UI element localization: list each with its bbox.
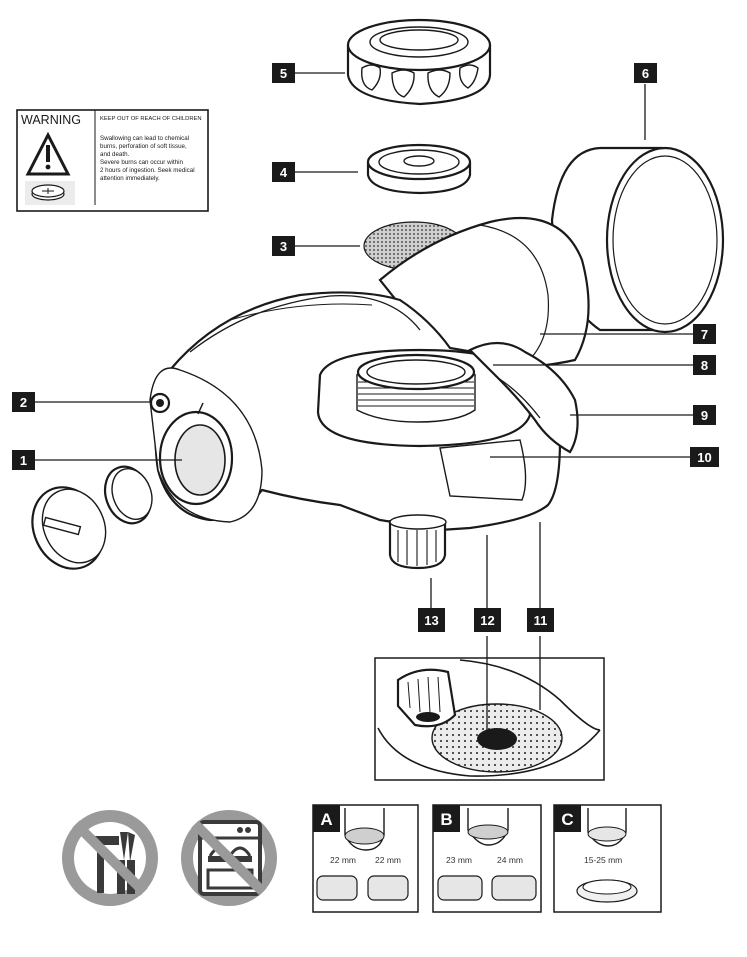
svg-text:A: A bbox=[320, 810, 332, 829]
warning-triangle-icon bbox=[25, 131, 71, 176]
warning-line-2: burns, perforation of soft tissue, bbox=[100, 143, 187, 150]
label-11: 11 bbox=[527, 608, 554, 632]
svg-text:12: 12 bbox=[480, 613, 494, 628]
svg-text:7: 7 bbox=[701, 327, 708, 342]
label-6: 6 bbox=[634, 63, 657, 83]
label-4: 4 bbox=[272, 162, 295, 182]
no-tools-icon bbox=[62, 810, 158, 906]
label-3: 3 bbox=[272, 236, 295, 256]
battery-disc bbox=[103, 465, 153, 525]
svg-text:23 mm: 23 mm bbox=[446, 855, 472, 865]
adapter-panel-a: A 22 mm 22 mm bbox=[312, 804, 419, 913]
battery-cap bbox=[31, 486, 107, 570]
svg-text:3: 3 bbox=[280, 239, 287, 254]
adapter-panel-b: B 23 mm 24 mm bbox=[432, 804, 542, 913]
label-12: 12 bbox=[474, 608, 501, 632]
label-1: 1 bbox=[12, 450, 35, 470]
svg-text:24 mm: 24 mm bbox=[497, 855, 523, 865]
svg-text:B: B bbox=[440, 810, 452, 829]
warning-line-3: and death. bbox=[100, 151, 130, 158]
part-4-filter-disc bbox=[366, 143, 472, 195]
part-5-retaining-nut bbox=[346, 18, 492, 106]
warning-line-5: 2 hours of ingestion. Seek medical bbox=[100, 167, 195, 174]
label-2: 2 bbox=[12, 392, 35, 412]
svg-text:2: 2 bbox=[20, 395, 27, 410]
svg-text:11: 11 bbox=[534, 613, 548, 628]
svg-text:22 mm: 22 mm bbox=[330, 855, 356, 865]
svg-text:1: 1 bbox=[20, 453, 27, 468]
warning-title: WARNING bbox=[21, 113, 81, 127]
label-5: 5 bbox=[272, 63, 295, 83]
warning-line-1: Swallowing can lead to chemical bbox=[100, 135, 189, 142]
svg-text:9: 9 bbox=[701, 408, 708, 423]
label-10: 10 bbox=[690, 447, 719, 467]
svg-text:C: C bbox=[561, 810, 573, 829]
warning-heading: KEEP OUT OF REACH OF CHILDREN bbox=[100, 116, 202, 122]
no-dishwasher-icon bbox=[181, 810, 277, 906]
warning-line-6: attention immediately. bbox=[100, 175, 160, 182]
svg-text:4: 4 bbox=[280, 165, 288, 180]
leader-lines bbox=[35, 72, 693, 730]
label-7: 7 bbox=[693, 324, 716, 344]
warning-line-4: Severe burns can occur within bbox=[100, 159, 183, 166]
svg-text:5: 5 bbox=[280, 66, 287, 81]
outlet-detail-inset bbox=[374, 657, 605, 781]
label-9: 9 bbox=[693, 405, 716, 425]
svg-text:15-25 mm: 15-25 mm bbox=[584, 855, 622, 865]
svg-text:6: 6 bbox=[642, 66, 649, 81]
coin-battery-icon bbox=[25, 181, 75, 205]
svg-text:13: 13 bbox=[424, 613, 438, 628]
warning-box: WARNING KEEP OUT OF REACH OF CHILDREN Sw… bbox=[16, 109, 209, 212]
filter-body bbox=[149, 216, 590, 570]
label-13: 13 bbox=[418, 608, 445, 632]
adapter-panel-c: C 15-25 mm bbox=[553, 804, 662, 913]
svg-text:22 mm: 22 mm bbox=[375, 855, 401, 865]
svg-text:10: 10 bbox=[697, 450, 711, 465]
label-8: 8 bbox=[693, 355, 716, 375]
svg-text:8: 8 bbox=[701, 358, 708, 373]
